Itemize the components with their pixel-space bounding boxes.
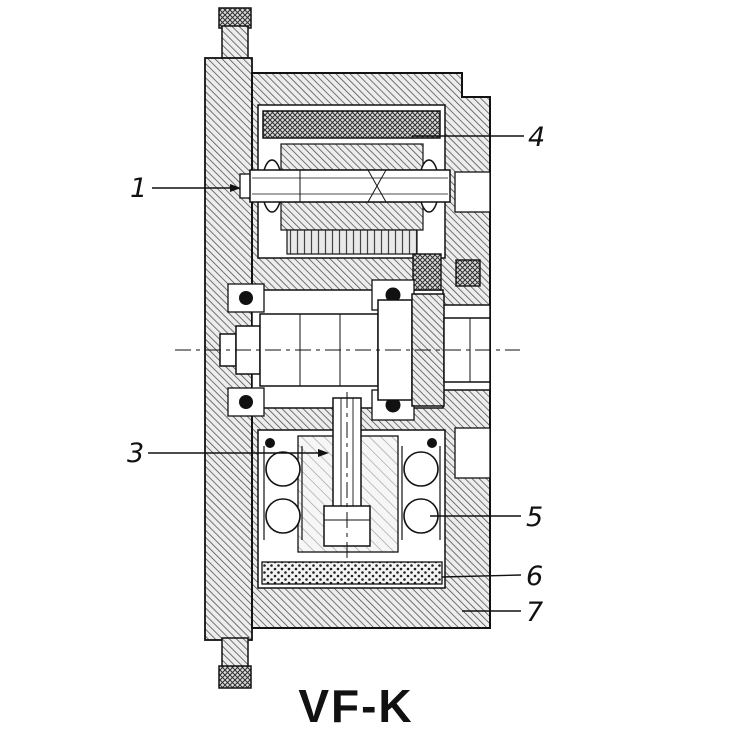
housing-right-upper-notch: [454, 171, 491, 213]
roller-bearing: [403, 451, 439, 487]
worm-shaft: [249, 169, 451, 203]
flange-bolt-top-head: [218, 7, 252, 29]
small-bearing-ball: [265, 438, 275, 448]
bearing-ball: [239, 291, 253, 305]
arrowhead-3: [318, 449, 329, 457]
worm-assembly: [239, 110, 451, 255]
roller-bearing: [265, 451, 301, 487]
label-part-1: 1: [130, 173, 147, 204]
flange-bolt-bottom-head: [218, 665, 252, 689]
flange-bolt-top-shank: [221, 25, 249, 61]
roller-bearing: [265, 498, 301, 534]
label-part-6: 6: [526, 561, 543, 592]
housing-right-lower-notch: [454, 427, 491, 479]
label-part-7: 7: [526, 597, 543, 628]
arrowhead-1: [230, 184, 241, 192]
label-part-5: 5: [526, 502, 543, 533]
worm-shaft-taper-b: [367, 169, 387, 203]
centerlines: [175, 349, 520, 560]
cover-bolt-right: [455, 259, 481, 287]
seal-ring: [261, 561, 443, 585]
bearing-ball: [239, 395, 253, 409]
part-labels: 1 3 4 5 6 7: [127, 122, 545, 628]
worm-thread-teeth: [286, 229, 418, 255]
small-bearing-ball: [427, 438, 437, 448]
worm-upper-block: [280, 143, 424, 171]
bearing-ball: [385, 397, 401, 413]
leader-6: [441, 574, 522, 578]
drawing-title: VF-K: [298, 680, 413, 732]
bearing-ball: [385, 287, 401, 303]
cover-bolt-left: [412, 253, 442, 291]
worm-lower-block: [280, 201, 424, 231]
worm-wheel-rim: [262, 110, 441, 139]
leader-lines: [148, 135, 524, 612]
label-part-4: 4: [528, 122, 545, 153]
label-part-3: 3: [127, 438, 144, 469]
cover-bolts: [412, 253, 481, 291]
flange-bolt-bottom-shank: [221, 637, 249, 669]
